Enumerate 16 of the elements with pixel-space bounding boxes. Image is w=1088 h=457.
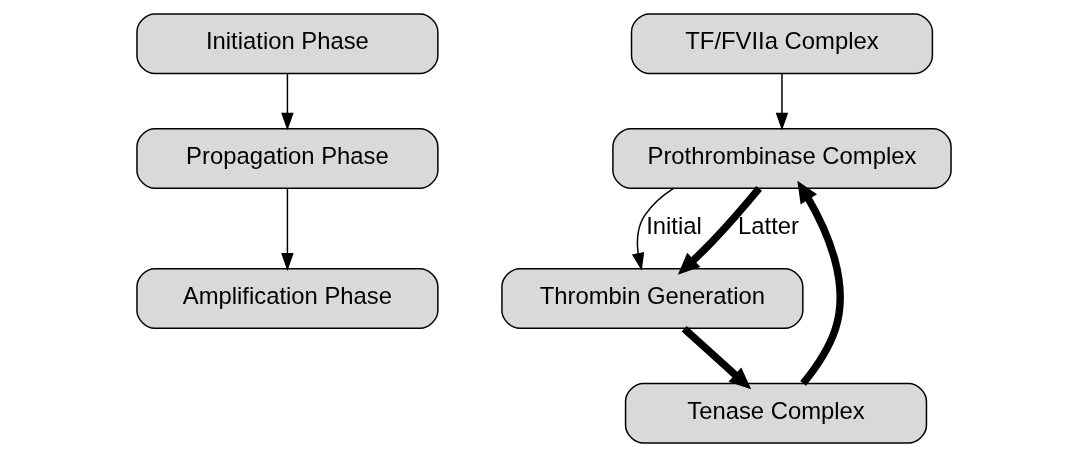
node-box: Tenase Complex: [624, 382, 928, 444]
node-box: Thrombin Generation: [501, 267, 804, 330]
arrow: [281, 187, 294, 271]
edge-label: Initial: [646, 212, 702, 240]
node-box: Prothrombinase Complex: [612, 127, 952, 190]
edge-label: Latter: [738, 212, 800, 240]
arrow: [775, 73, 789, 131]
node-box: TF/FVIIa Complex: [630, 13, 934, 75]
node-box: Amplification Phase: [136, 267, 439, 330]
arrow: [677, 186, 762, 275]
node-box: Propagation Phase: [136, 127, 439, 190]
arrow: [797, 180, 844, 386]
arrow: [681, 326, 752, 390]
arrow: [631, 187, 674, 271]
arrow: [281, 73, 294, 131]
node-box: Initiation Phase: [136, 13, 439, 75]
